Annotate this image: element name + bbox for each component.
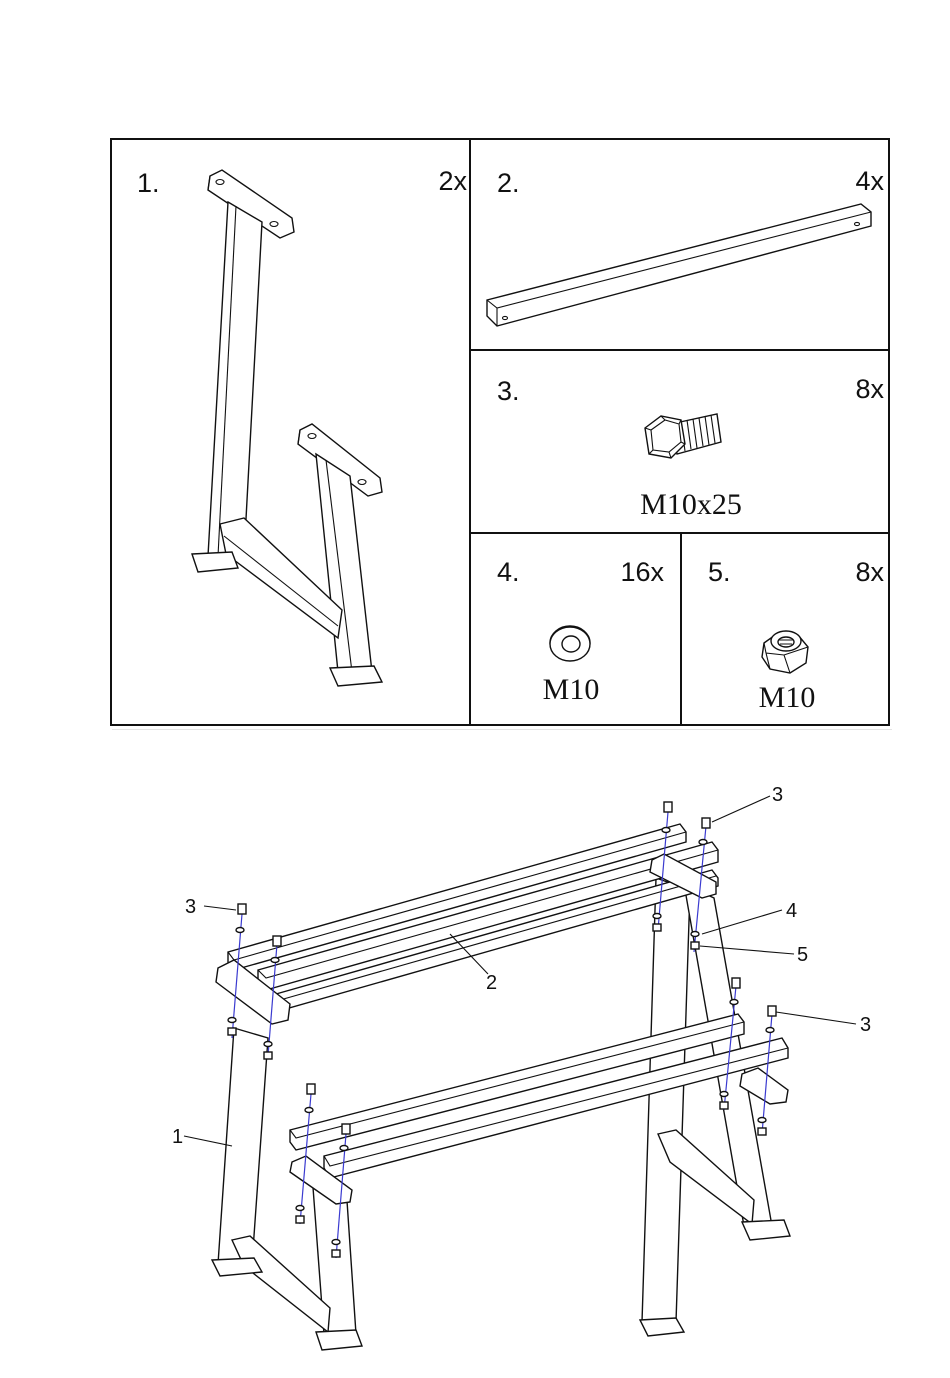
callout-washer: 4 bbox=[786, 900, 797, 923]
part-number: 4. bbox=[497, 557, 520, 588]
part-spec: M10 bbox=[501, 673, 641, 707]
part-number: 5. bbox=[708, 557, 731, 588]
frame-left bbox=[212, 1028, 362, 1350]
callout-bolt-left: 3 bbox=[185, 896, 196, 919]
callout-frame: 1 bbox=[172, 1126, 183, 1149]
callout-rail: 2 bbox=[486, 972, 497, 995]
part-cell-2: 2. 4x bbox=[471, 140, 890, 349]
lock-nut-icon bbox=[756, 623, 816, 679]
frame-leg-illustration bbox=[112, 140, 469, 726]
callout-bolt-top-right: 3 bbox=[772, 784, 783, 807]
part-number: 3. bbox=[497, 376, 520, 407]
part-spec: M10 bbox=[712, 681, 862, 715]
part-cell-4: 4. 16x M10 bbox=[471, 533, 680, 726]
part-quantity: 16x bbox=[620, 557, 664, 588]
part-cell-5: 5. 8x M10 bbox=[682, 533, 890, 726]
callout-bolt-lower-right: 3 bbox=[860, 1014, 871, 1037]
washer-icon bbox=[545, 619, 595, 669]
part-cell-1: 1. 2x bbox=[112, 140, 469, 726]
angle-rail-illustration bbox=[471, 140, 890, 349]
table-shadow-line bbox=[112, 729, 892, 730]
part-quantity: 8x bbox=[855, 557, 884, 588]
lower-rails bbox=[290, 1014, 788, 1178]
assembly-diagram bbox=[0, 738, 950, 1378]
parts-table: 1. 2x 2. 4x bbox=[110, 138, 890, 726]
frame-right bbox=[640, 878, 790, 1336]
part-quantity: 8x bbox=[855, 374, 884, 405]
bolt-icon bbox=[631, 406, 751, 476]
part-spec: M10x25 bbox=[591, 488, 791, 522]
part-cell-3: 3. 8x M10x25 bbox=[471, 350, 890, 532]
upper-rails bbox=[228, 824, 718, 1010]
callout-nut: 5 bbox=[797, 944, 808, 967]
